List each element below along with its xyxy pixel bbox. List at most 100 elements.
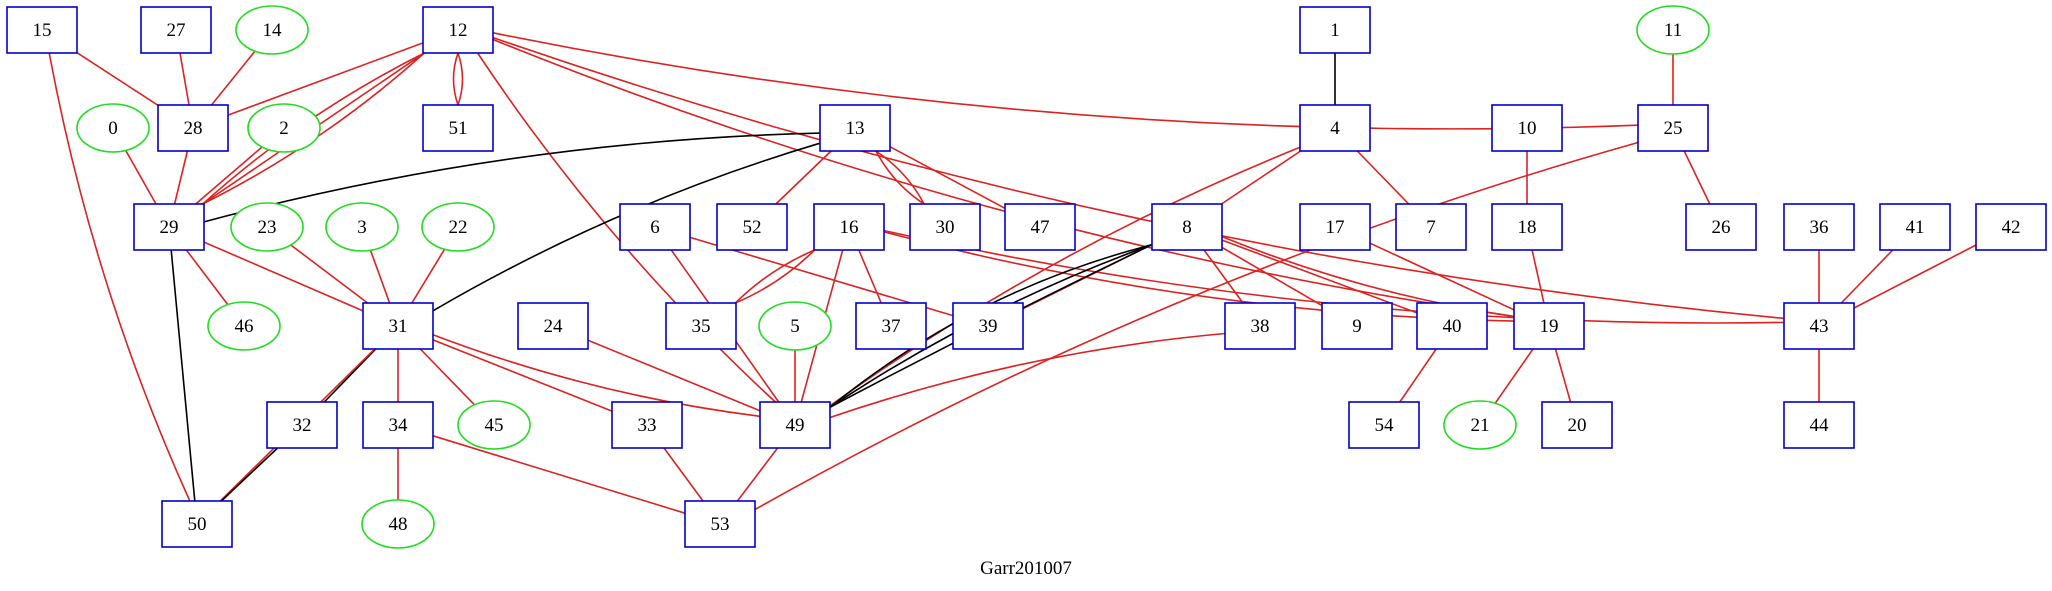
node-label: 47 (1031, 217, 1050, 238)
node-48: 48 (361, 499, 435, 549)
node-42: 42 (1975, 203, 2047, 251)
edge-4-8 (1220, 150, 1302, 205)
node-27: 27 (140, 6, 212, 54)
node-box-shape (1879, 203, 1951, 251)
node-box-shape (1685, 203, 1757, 251)
edge-19-20 (1554, 348, 1572, 403)
node-label: 36 (1810, 217, 1829, 238)
node-16: 16 (813, 203, 885, 251)
graph-title: Garr201007 (980, 558, 1072, 579)
node-50: 50 (161, 500, 233, 548)
node-21: 21 (1443, 400, 1517, 450)
node-box-shape (1491, 104, 1563, 152)
edge-8-9 (1221, 246, 1323, 307)
edge-8-38 (1203, 249, 1244, 304)
node-box-shape (1783, 401, 1855, 449)
node-label: 5 (790, 316, 800, 337)
node-15: 15 (6, 6, 78, 54)
node-34: 34 (362, 401, 434, 449)
edge-29-50 (170, 249, 196, 502)
edge-34-53 (432, 435, 686, 514)
node-45: 45 (457, 400, 531, 450)
node-ellipse-shape (421, 202, 495, 252)
edge-13-30 (875, 150, 925, 205)
edge-3-31 (369, 250, 391, 304)
node-label: 29 (160, 217, 179, 238)
node-54: 54 (1348, 401, 1420, 449)
edge-13-29 (203, 132, 821, 223)
node-label: 17 (1326, 217, 1345, 238)
node-1: 1 (1299, 6, 1371, 54)
node-box-shape (422, 104, 494, 152)
edge-8-40 (1221, 239, 1418, 314)
node-label: 34 (389, 415, 409, 436)
node-box-shape (759, 401, 831, 449)
node-35: 35 (665, 302, 737, 350)
edge-40-54 (1399, 348, 1437, 403)
node-label: 10 (1518, 118, 1537, 139)
node-40: 40 (1416, 302, 1488, 350)
node-label: 11 (1664, 20, 1682, 41)
edge-49-53 (736, 447, 779, 502)
node-label: 2 (279, 118, 289, 139)
node-label: 50 (188, 514, 207, 535)
edge-31-49 (432, 333, 761, 418)
node-4: 4 (1299, 104, 1371, 152)
node-label: 3 (357, 217, 367, 238)
node-label: 37 (882, 316, 901, 337)
edge-31-45 (419, 348, 476, 406)
node-label: 14 (263, 20, 283, 41)
node-2: 2 (247, 103, 321, 153)
node-label: 18 (1518, 217, 1537, 238)
node-label: 21 (1471, 415, 1490, 436)
node-label: 24 (544, 316, 564, 337)
node-ellipse-shape (1443, 400, 1517, 450)
node-32: 32 (266, 401, 338, 449)
node-label: 26 (1712, 217, 1731, 238)
node-44: 44 (1783, 401, 1855, 449)
node-label: 51 (449, 118, 468, 139)
node-box-shape (157, 104, 229, 152)
node-37: 37 (855, 302, 927, 350)
node-label: 35 (692, 316, 711, 337)
node-38: 38 (1224, 302, 1296, 350)
edge-16-35 (735, 249, 816, 304)
node-label: 41 (1906, 217, 1925, 238)
node-label: 16 (840, 217, 859, 238)
edge-22-31 (411, 248, 446, 304)
node-20: 20 (1541, 401, 1613, 449)
edge-25-53 (754, 141, 1639, 511)
node-ellipse-shape (1636, 5, 1710, 55)
edge-38-49 (829, 332, 1226, 419)
node-box-shape (819, 104, 891, 152)
node-30: 30 (909, 203, 981, 251)
node-label: 42 (2002, 217, 2021, 238)
node-label: 40 (1443, 316, 1462, 337)
node-box-shape (140, 6, 212, 54)
edge-24-49 (587, 339, 761, 412)
node-label: 7 (1426, 217, 1436, 238)
node-7: 7 (1395, 203, 1467, 251)
edge-29-31 (203, 241, 364, 312)
node-label: 20 (1568, 415, 1587, 436)
edge-13-52 (775, 150, 832, 205)
node-43: 43 (1783, 302, 1855, 350)
node-label: 6 (650, 217, 660, 238)
node-19: 19 (1513, 302, 1585, 350)
node-box-shape (6, 6, 78, 54)
edge-27-28 (179, 52, 190, 106)
node-box-shape (1637, 104, 1709, 152)
node-label: 45 (485, 415, 504, 436)
node-label: 23 (258, 217, 277, 238)
edge-0-29 (125, 150, 157, 205)
node-label: 9 (1352, 316, 1362, 337)
node-box-shape (611, 401, 683, 449)
node-label: 30 (936, 217, 955, 238)
edge-31-32 (323, 348, 377, 403)
node-6: 6 (619, 203, 691, 251)
node-ellipse-shape (325, 202, 399, 252)
node-23: 23 (230, 202, 304, 252)
node-box-shape (266, 401, 338, 449)
edge-12-51 (452, 52, 459, 106)
node-25: 25 (1637, 104, 1709, 152)
